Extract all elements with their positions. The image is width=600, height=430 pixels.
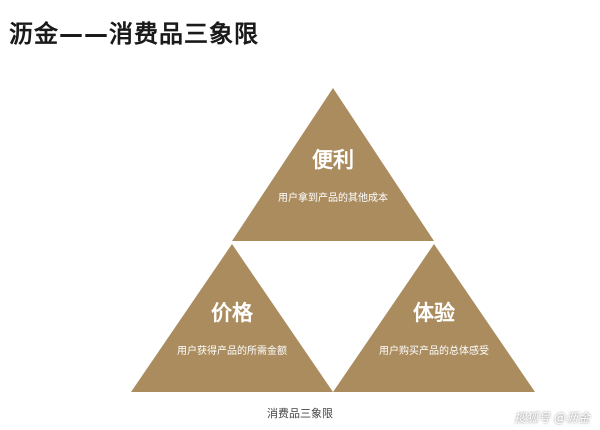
diagram-caption: 消费品三象限 (267, 407, 333, 420)
triangle-top-shape (232, 88, 434, 241)
triangle-price: 价格 用户获得产品的所需金额 (131, 244, 333, 392)
triangle-convenience: 便利 用户拿到产品的其他成本 (232, 88, 434, 241)
page-title: 沥金——消费品三象限 (9, 20, 259, 48)
source-watermark: 搜狐号 @沥金 (514, 411, 590, 425)
triangle-left-title: 价格 (211, 301, 254, 325)
triangle-experience: 体验 用户购买产品的总体感受 (333, 244, 535, 392)
triangle-left-shape (131, 244, 333, 392)
triangle-top-description: 用户拿到产品的其他成本 (278, 191, 388, 204)
triangle-right-description: 用户购买产品的总体感受 (379, 344, 489, 357)
triangle-right-shape (333, 244, 535, 392)
triangle-left-description: 用户获得产品的所需金额 (177, 344, 287, 357)
triangle-right-title: 体验 (413, 301, 455, 325)
triangle-top-title: 便利 (312, 148, 354, 172)
